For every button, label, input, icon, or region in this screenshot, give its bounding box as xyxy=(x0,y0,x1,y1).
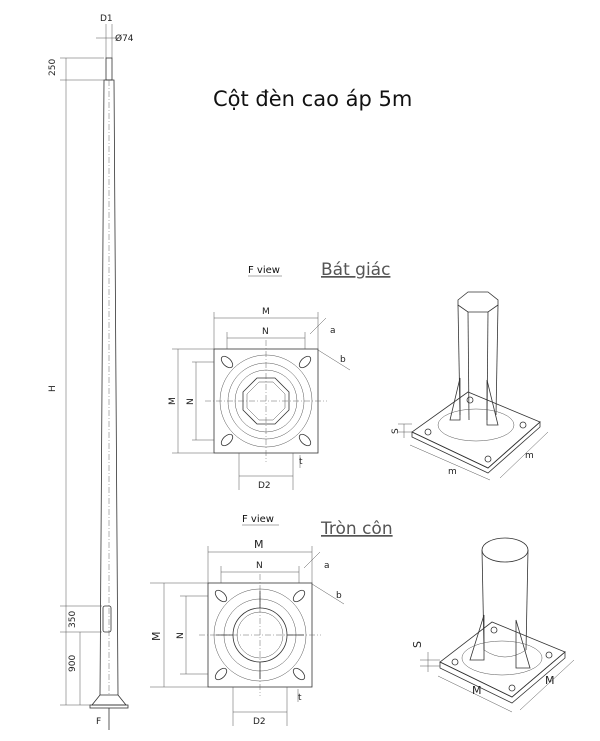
oct3d-m1: m xyxy=(448,467,457,477)
oct-b: b xyxy=(340,355,346,365)
foot-label: F xyxy=(96,717,101,727)
con-t: t xyxy=(298,693,302,703)
oct-D2: D2 xyxy=(258,481,271,491)
oct-M-left: M xyxy=(168,397,178,405)
con-N-top: N xyxy=(256,561,263,571)
dim-base-label: 900 xyxy=(68,655,78,672)
dim-height-label: H xyxy=(48,385,58,392)
con-M-left: M xyxy=(150,632,163,642)
oct3d-m2: m xyxy=(525,451,534,461)
dim-top-label: 250 xyxy=(48,59,58,76)
d1-label: D1 xyxy=(100,14,113,24)
conical-title: Tròn côn xyxy=(320,519,393,539)
con-N-left: N xyxy=(176,632,186,639)
octagonal-f-view: F view Bát giác M N M xyxy=(168,260,390,491)
oct-N-top: N xyxy=(262,327,269,337)
con-M-top: M xyxy=(254,538,264,551)
oct-M-top: M xyxy=(262,307,270,317)
con-a: a xyxy=(324,561,330,571)
octagonal-view-label: F view xyxy=(248,265,280,276)
octagonal-title: Bát giác xyxy=(321,260,390,280)
con-D2: D2 xyxy=(253,717,266,727)
diameter-label: Ø74 xyxy=(115,33,134,44)
dim-door-label: 350 xyxy=(68,611,78,628)
octagonal-3d-view: S m m xyxy=(391,291,549,481)
con3d-M2: M xyxy=(545,674,555,687)
oct-t: t xyxy=(299,457,303,467)
conical-3d-view: S M M xyxy=(411,537,575,713)
conical-view-label: F view xyxy=(242,514,274,525)
pole-elevation: D1 Ø74 F 250 H 350 900 xyxy=(48,14,134,730)
con3d-S: S xyxy=(411,641,424,648)
oct3d-S: S xyxy=(391,428,401,434)
page-title: Cột đèn cao áp 5m xyxy=(213,87,412,111)
con3d-M1: M xyxy=(472,684,482,697)
oct-N-left: N xyxy=(186,398,196,405)
conical-f-view: F view Tròn côn M N M xyxy=(150,514,393,727)
con-b: b xyxy=(336,591,342,601)
oct-a: a xyxy=(330,326,336,336)
